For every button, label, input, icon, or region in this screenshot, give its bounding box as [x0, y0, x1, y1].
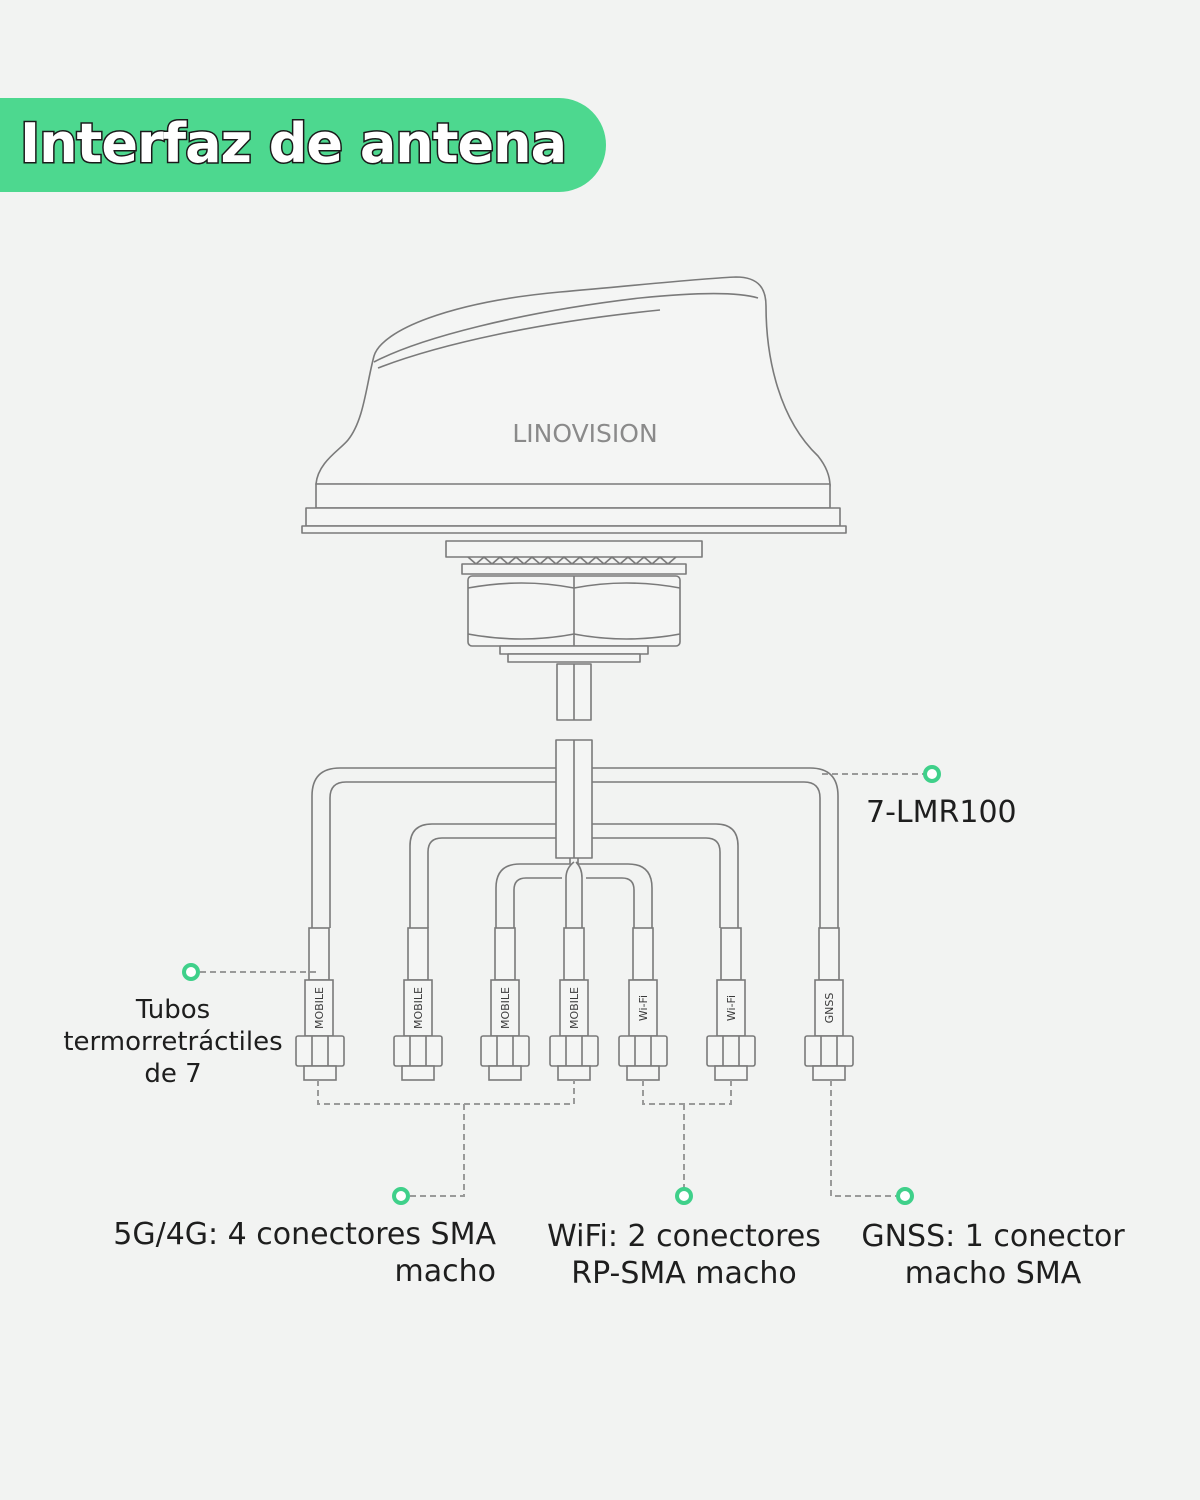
brand-name: LINOVISION — [512, 419, 657, 448]
connector-label: MOBILE — [568, 987, 581, 1029]
antenna-base — [315, 483, 831, 509]
callout-dot — [923, 765, 941, 783]
connector-mobile-4 — [549, 927, 599, 1081]
callout-wifi-line1: WiFi: 2 conectores — [547, 1219, 821, 1254]
connector-gnss — [804, 927, 854, 1081]
callout-gnss-line1: GNSS: 1 conector — [861, 1219, 1125, 1254]
title-banner — [0, 98, 606, 192]
callout-dot — [182, 963, 200, 981]
connector-wifi-1 — [618, 927, 668, 1081]
connector-mobile-2 — [393, 927, 443, 1081]
connector-label: MOBILE — [499, 987, 512, 1029]
callout-mobile: 5G/4G: 4 conectores SMA macho — [40, 1216, 496, 1290]
mount-plate — [445, 540, 703, 558]
callout-dot — [675, 1187, 693, 1205]
connector-mobile-3 — [480, 927, 530, 1081]
leader-gnss — [830, 1080, 896, 1197]
connector-label: GNSS — [823, 993, 836, 1024]
connector-label: Wi-Fi — [725, 995, 738, 1021]
connector-wifi-2 — [706, 927, 756, 1081]
callout-wifi-line2: RP-SMA macho — [571, 1256, 797, 1291]
leader-mobile — [317, 1080, 575, 1197]
connector-label: MOBILE — [313, 987, 326, 1029]
leader-wifi — [642, 1080, 732, 1188]
callout-mobile-line1: 5G/4G: 4 conectores SMA — [113, 1217, 496, 1252]
connector-label: MOBILE — [412, 987, 425, 1029]
callout-tubes-line3: de 7 — [144, 1059, 202, 1089]
callout-wifi: WiFi: 2 conectores RP-SMA macho — [528, 1218, 840, 1292]
connector-mobile-1 — [295, 927, 345, 1081]
callout-gnss: GNSS: 1 conector macho SMA — [848, 1218, 1138, 1292]
callout-mobile-line2: macho — [394, 1254, 496, 1289]
callout-tubes: Tubos termorretráctiles de 7 — [48, 994, 298, 1090]
connector-label: Wi-Fi — [637, 995, 650, 1021]
dome-ridge — [373, 292, 759, 363]
callout-tubes-line1: Tubos — [135, 995, 211, 1025]
page-title: Interfaz de antena — [18, 111, 568, 177]
callout-cable: 7-LMR100 — [866, 795, 1017, 830]
callout-tubes-line2: termorretráctiles — [63, 1027, 283, 1057]
callout-gnss-line2: macho SMA — [904, 1256, 1082, 1291]
callout-dot — [896, 1187, 914, 1205]
antenna-dome — [315, 276, 831, 487]
callout-dot — [392, 1187, 410, 1205]
